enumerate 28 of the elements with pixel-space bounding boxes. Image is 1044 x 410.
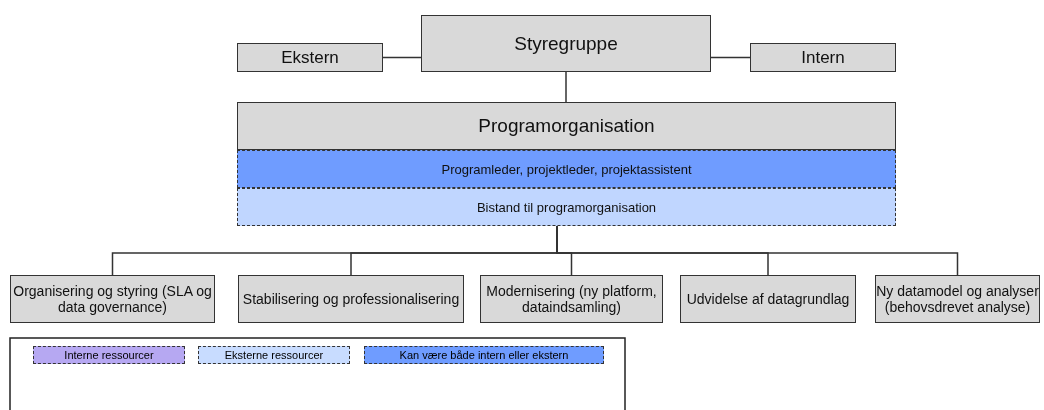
org-box — [421, 15, 711, 72]
org-box — [238, 275, 464, 323]
org-box — [750, 43, 896, 72]
connector-line — [382, 56, 422, 59]
connector-line — [565, 71, 567, 103]
box-label: Bistand til programorganisation — [476, 199, 657, 215]
box-label: Organisering og styring (SLA og data governance) — [12, 283, 213, 315]
box-label: Modernisering (ny platform, dataindsamling) — [485, 283, 658, 315]
box-label: Ny datamodel og analyser (behovsdrevet analyse) — [876, 283, 1039, 315]
connector-line — [710, 56, 751, 59]
box-label: Udvidelse af datagrundlag — [686, 291, 850, 307]
legend-swatch: Kan være både intern eller ekstern — [364, 346, 604, 364]
org-box — [10, 275, 215, 323]
box-label: Stabilisering og professionalisering — [242, 291, 460, 307]
box-label: Intern — [801, 47, 845, 68]
org-box — [237, 43, 383, 72]
org-box — [875, 275, 1040, 323]
role-band — [237, 188, 896, 226]
legend-swatch: Eksterne ressourcer — [198, 346, 350, 364]
box-label: Programleder, projektleder, projektassistent — [441, 161, 692, 177]
box-label: Programorganisation — [478, 115, 655, 137]
org-box — [480, 275, 663, 323]
role-band — [237, 150, 896, 188]
org-box — [680, 275, 856, 323]
box-label: Styregruppe — [514, 32, 618, 55]
box-label: Ekstern — [281, 47, 339, 68]
legend-swatch: Interne ressourcer — [33, 346, 185, 364]
org-box — [237, 102, 896, 150]
